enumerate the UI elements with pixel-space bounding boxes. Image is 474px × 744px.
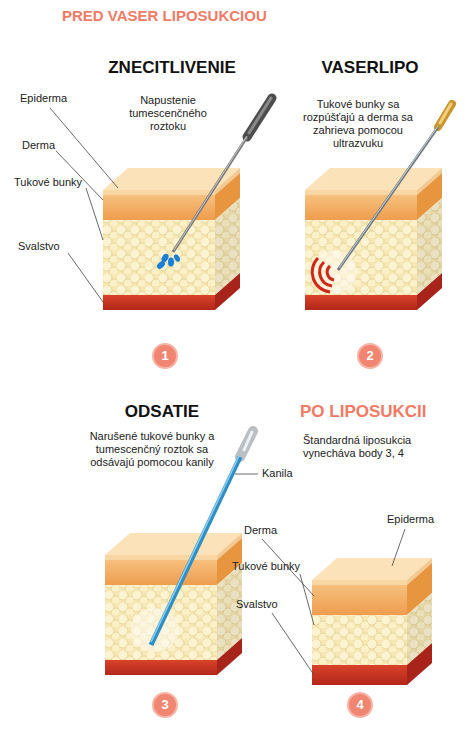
step-heading: ODSATIE bbox=[62, 402, 262, 422]
step-description: Napustenie tumescenčného roztoku bbox=[122, 94, 214, 133]
step-description: Tukové bunky sa rozpúšťajú a derma sa za… bbox=[296, 98, 420, 150]
step-heading: PO LIPOSUKCII bbox=[300, 402, 427, 422]
tissue-block bbox=[105, 533, 242, 675]
tissue-block bbox=[312, 558, 432, 685]
callout-text: 3 bbox=[161, 698, 168, 712]
leader-lines bbox=[262, 529, 405, 675]
part-label: Kanila bbox=[262, 467, 293, 480]
callout-text: 1 bbox=[161, 349, 168, 363]
layer-label: Derma bbox=[244, 524, 277, 537]
layer-label: Svalstvo bbox=[18, 240, 60, 253]
tissue-block bbox=[103, 168, 240, 310]
callout-number: 3 bbox=[152, 692, 178, 718]
callout-number: 2 bbox=[357, 343, 383, 369]
layer-label: Derma bbox=[22, 139, 55, 152]
tissue-block bbox=[305, 168, 442, 310]
fluid-drops bbox=[156, 253, 182, 271]
step-heading: ZNECITLIVENIE bbox=[72, 58, 272, 78]
layer-label: Tukové bunky bbox=[14, 176, 82, 189]
callout-text: 2 bbox=[366, 349, 373, 363]
dissolved-area bbox=[131, 608, 179, 652]
step-description: Narušené tukové bunky a tumescenčný rozt… bbox=[89, 430, 215, 469]
ultrasound-waves bbox=[312, 258, 334, 292]
callout-number: 4 bbox=[347, 692, 373, 718]
leader-line bbox=[235, 474, 258, 475]
dissolved-area bbox=[313, 250, 357, 294]
layer-label: Epiderma bbox=[20, 92, 67, 105]
callout-number: 1 bbox=[152, 343, 178, 369]
title: PRED VASER LIPOSUKCIOU bbox=[62, 7, 267, 25]
needle bbox=[173, 98, 272, 252]
layer-label: Tukové bunky bbox=[232, 560, 300, 573]
callout-text: 4 bbox=[356, 698, 363, 712]
layer-label: Svalstvo bbox=[236, 598, 278, 611]
step-heading: VASERLIPO bbox=[270, 58, 470, 78]
step-description: Štandardná liposukcia vynecháva body 3, … bbox=[303, 434, 453, 460]
layer-label: Epiderma bbox=[387, 513, 434, 526]
leader-lines bbox=[50, 108, 118, 302]
